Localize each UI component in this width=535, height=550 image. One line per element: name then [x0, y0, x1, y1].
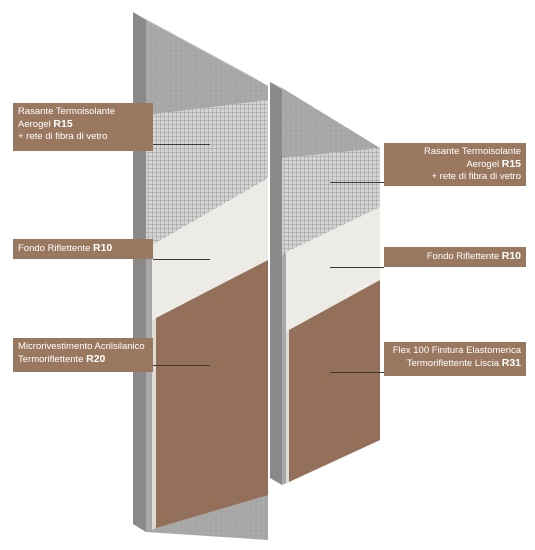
right-finish-layer [289, 280, 380, 482]
label-microrivestimento-left-line1: Microrivestimento Acrilsilanico [18, 341, 145, 352]
label-rasante-right-line3: + rete di fibra di vetro [431, 171, 521, 182]
label-rasante-left-code: R15 [53, 118, 73, 130]
right-mesh-layer [282, 148, 380, 255]
left-primer-layer [152, 178, 268, 322]
label-flex-right-line2: Termoriflettente Liscia [406, 358, 502, 369]
label-rasante-left-line2: Aerogel [18, 119, 54, 130]
label-fondo-left: Fondo Riflettente R10 [13, 239, 153, 259]
label-rasante-left-line3: + rete di fibra di vetro [18, 131, 108, 142]
label-rasante-right-line1: Rasante Termoisolante [424, 146, 521, 157]
leader-fondo-right [330, 267, 384, 268]
label-rasante-right-line2: Aerogel [466, 159, 502, 170]
label-rasante-right-code: R15 [501, 158, 521, 170]
right-wall-panel [270, 82, 380, 485]
leader-fondo-left [153, 259, 210, 260]
leader-flex-right [330, 372, 384, 373]
label-microrivestimento-left-line2: Termoriflettente [18, 354, 87, 365]
label-microrivestimento-left: Microrivestimento Acrilsilanico Termorif… [13, 338, 153, 372]
label-rasante-left: Rasante Termoisolante Aerogel R15 + rete… [13, 103, 153, 151]
leader-microrivestimento-left [153, 365, 210, 366]
label-fondo-left-code: R10 [93, 242, 113, 254]
left-mesh-layer [146, 100, 268, 255]
label-flex-right-line1: Flex 100 Finitura Elastomerica [392, 345, 521, 356]
label-flex-right: Flex 100 Finitura Elastomerica Termorifl… [384, 342, 526, 376]
label-fondo-left-text: Fondo Riflettente [18, 243, 93, 254]
label-rasante-left-line1: Rasante Termoisolante [18, 106, 115, 117]
label-fondo-right-text: Fondo Riflettente [426, 251, 502, 262]
leader-rasante-left [153, 144, 210, 145]
right-primer-layer [286, 207, 380, 332]
left-wall-panel [133, 12, 268, 540]
label-rasante-right: Rasante Termoisolante Aerogel R15 + rete… [384, 143, 526, 186]
label-fondo-right: Fondo Riflettente R10 [384, 247, 526, 267]
leader-rasante-right [330, 182, 384, 183]
label-flex-right-code: R31 [501, 357, 521, 369]
left-finish-layer [156, 260, 268, 528]
label-microrivestimento-left-code: R20 [86, 353, 106, 365]
label-fondo-right-code: R10 [501, 250, 521, 262]
